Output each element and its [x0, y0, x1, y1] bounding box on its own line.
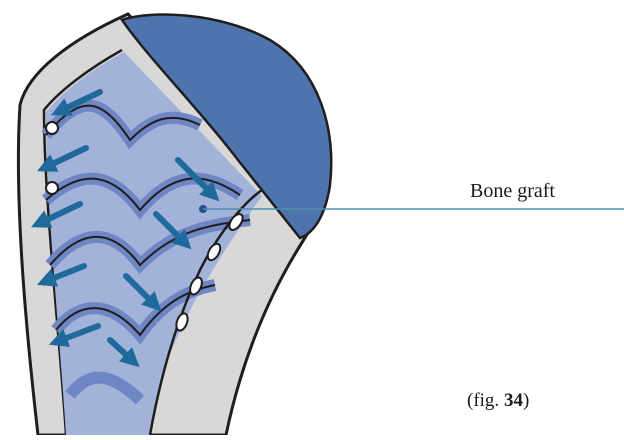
figure-prefix: (fig.: [467, 390, 504, 411]
screw-hole: [46, 122, 58, 134]
figure-number: 34: [504, 390, 523, 411]
screw-hole: [46, 182, 58, 194]
bone-graft-label: Bone graft: [470, 180, 555, 203]
figure-suffix: ): [523, 390, 529, 411]
figure-caption: (fig. 34): [467, 390, 529, 412]
